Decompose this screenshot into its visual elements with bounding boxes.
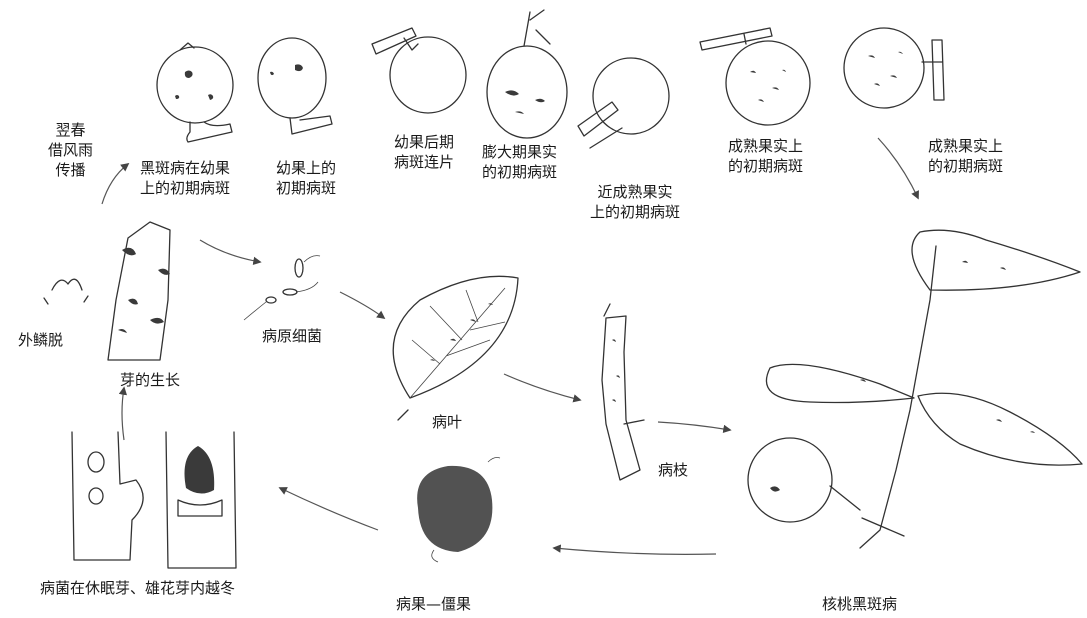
label-disease-name: 核桃黑斑病: [822, 595, 898, 613]
fruit-stage-3-icon: [371, 27, 467, 114]
dormant-bud-icon: [71, 431, 144, 561]
fruit-stage-2-icon: [257, 37, 333, 135]
label-pathogen-bacteria: 病原细菌: [262, 327, 323, 345]
label-bud-growth: 芽的生长: [120, 371, 181, 389]
walnut-plant-icon: [747, 229, 1083, 549]
label-mummified-fruit: 病果—僵果: [396, 595, 472, 613]
label-outer-scale-off: 外鳞脱: [18, 331, 64, 349]
bud-scale-icon: [43, 278, 89, 305]
label-stage-young-late: 幼果后期 病斑连片: [394, 133, 455, 171]
label-stage-near-mature: 近成熟果实 上的初期病斑: [590, 183, 681, 221]
diseased-branch-icon: [601, 303, 645, 481]
label-stage-swelling: 膨大期果实 的初期病斑: [482, 143, 558, 181]
label-stage-black-spot-young: 黑斑病在幼果 上的初期病斑: [140, 159, 231, 197]
fruit-stage-6-icon: [699, 27, 811, 126]
fruit-stage-7-icon: [843, 27, 945, 109]
label-stage-mature-2: 成熟果实上 的初期病斑: [928, 137, 1004, 175]
diseased-leaf-icon: [392, 275, 519, 421]
bud-branch-icon: [107, 221, 171, 361]
mummified-fruit-icon: [417, 457, 501, 563]
male-flower-bud-icon: [165, 431, 237, 569]
bacteria-icon: [243, 255, 321, 321]
label-diseased-leaf: 病叶: [432, 413, 463, 431]
fruit-stage-5-icon: [577, 57, 670, 149]
label-spread: 翌春 借风雨 传播: [48, 121, 94, 179]
fruit-stage-1-icon: [156, 42, 234, 143]
label-stage-mature-1: 成熟果实上 的初期病斑: [728, 137, 804, 175]
fruit-stage-4-icon: [486, 9, 568, 139]
label-overwintering: 病菌在休眠芽、雄花芽内越冬: [40, 579, 236, 597]
label-stage-young-fruit: 幼果上的 初期病斑: [276, 159, 337, 197]
label-diseased-branch: 病枝: [658, 461, 689, 479]
